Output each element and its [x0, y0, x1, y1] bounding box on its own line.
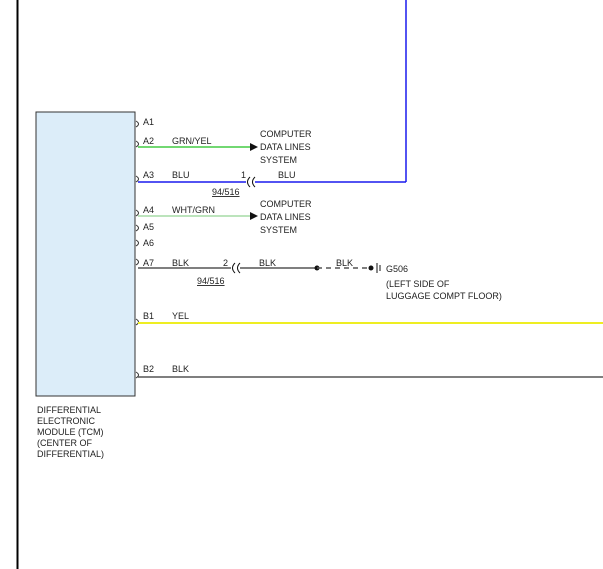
pin-a7-label: A7 — [143, 258, 154, 268]
module-box[interactable] — [35, 111, 136, 397]
wire-a3-after-label: BLU — [278, 170, 296, 180]
pin-a3-label: A3 — [143, 170, 154, 180]
arrow-a4 — [250, 212, 258, 220]
ground-id: G506 — [386, 264, 408, 274]
module-name-line-2: ELECTRONIC — [37, 416, 96, 426]
wire-b1-color-label: YEL — [172, 311, 189, 321]
arrow-a2 — [250, 143, 258, 151]
pin-a6-label: A6 — [143, 238, 154, 248]
cdl-a2-line-3: SYSTEM — [260, 155, 297, 165]
wire-a7-after-label: BLK — [259, 258, 276, 268]
pin-a4-label: A4 — [143, 205, 154, 215]
pin-b1-label: B1 — [143, 311, 154, 321]
wire-a4-color-label: WHT/GRN — [172, 205, 215, 215]
cdl-a4-line-1: COMPUTER — [260, 199, 312, 209]
cdl-a2-line-1: COMPUTER — [260, 129, 312, 139]
module-name-line-4: (CENTER OF — [37, 438, 93, 448]
cdl-a2-line-2: DATA LINES — [260, 142, 311, 152]
wire-a7-color-label: BLK — [172, 258, 189, 268]
ground-point — [368, 265, 374, 271]
connector-a7-id: 94/516 — [197, 276, 225, 286]
connector-a3-icon — [247, 176, 256, 188]
wire-a3-color-label: BLU — [172, 170, 190, 180]
module-name: DIFFERENTIAL ELECTRONIC MODULE (TCM) (CE… — [37, 405, 104, 459]
wire-a7-ground-label: BLK — [336, 258, 353, 268]
pin-a1-label: A1 — [143, 117, 154, 127]
connector-a3-pin: 1 — [241, 170, 246, 180]
module-name-line-3: MODULE (TCM) — [37, 427, 104, 437]
ground-icon — [376, 263, 381, 273]
ground-location-line-1: (LEFT SIDE OF — [386, 279, 450, 289]
pin-a2-label: A2 — [143, 136, 154, 146]
module-name-line-5: DIFFERENTIAL) — [37, 449, 104, 459]
pin-markers — [135, 120, 139, 379]
pin-b2-label: B2 — [143, 364, 154, 374]
wire-b2-color-label: BLK — [172, 364, 189, 374]
ground-location-line-2: LUGGAGE COMPT FLOOR) — [386, 291, 502, 301]
module-name-line-1: DIFFERENTIAL — [37, 405, 101, 415]
wire-a2-color-label: GRN/YEL — [172, 136, 212, 146]
connector-a3-id: 94/516 — [212, 187, 240, 197]
connector-a7-pin: 2 — [223, 258, 228, 268]
connector-a7-icon — [232, 262, 241, 274]
cdl-a4-line-2: DATA LINES — [260, 212, 311, 222]
pin-a5-label: A5 — [143, 222, 154, 232]
cdl-a4-line-3: SYSTEM — [260, 225, 297, 235]
